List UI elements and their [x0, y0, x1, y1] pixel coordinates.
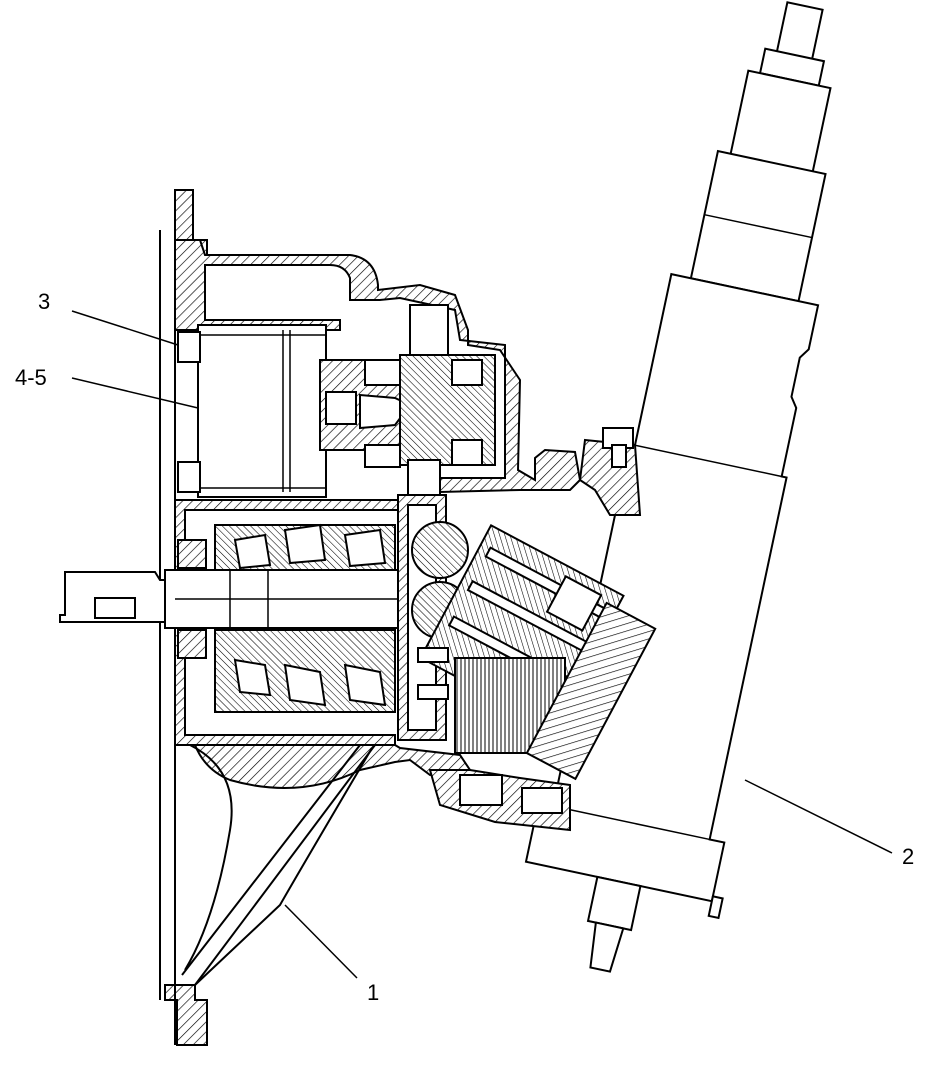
leader-line-2 [744, 779, 893, 854]
label-3: 3 [38, 289, 50, 314]
callouts: 3 4-5 2 1 [15, 289, 914, 1005]
label-2: 2 [902, 844, 914, 869]
brake-module [177, 304, 496, 509]
label-4-5: 4-5 [15, 365, 47, 390]
leader-line-4-5 [71, 377, 199, 409]
cylinder-actuator [524, 1, 832, 973]
rotating-group [397, 494, 657, 781]
leader-line-3 [71, 310, 179, 346]
leader-line-1 [284, 904, 358, 979]
label-1: 1 [367, 980, 379, 1005]
drive-shaft [59, 523, 406, 713]
